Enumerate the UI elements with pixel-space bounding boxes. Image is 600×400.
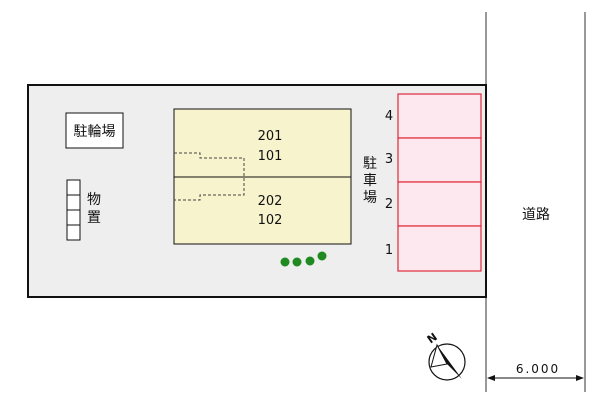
unit-201-label: 201 [258, 129, 283, 144]
parking-space-3 [397, 137, 482, 183]
unit-202-label: 202 [258, 194, 283, 209]
shrub [292, 257, 302, 267]
unit-102-label: 102 [258, 213, 283, 228]
storage-label-char-1: 物 [87, 192, 101, 208]
road-width-dimension [487, 375, 584, 381]
bicycle-parking-label: 駐輪場 [74, 123, 116, 140]
parking-number-1: 1 [385, 243, 393, 258]
parking-space-4 [397, 93, 482, 139]
bicycle-parking-box [65, 112, 124, 149]
parking-space-1 [397, 225, 482, 272]
road-label: 道路 [522, 207, 550, 223]
storage-shed [66, 179, 81, 241]
shrub [280, 257, 290, 267]
parking-label-char-3: 場 [363, 190, 377, 206]
storage-label-char-2: 置 [87, 210, 101, 226]
parking-number-4: 4 [385, 109, 393, 124]
parking-space-2 [397, 181, 482, 227]
unit-101-label: 101 [258, 149, 283, 164]
stairway-outline [174, 152, 245, 201]
parking-label-char-2: 車 [363, 172, 377, 189]
parking-number-3: 3 [385, 152, 393, 167]
north-arrow-icon [428, 343, 466, 381]
road-width-label: 6.000 [516, 362, 560, 376]
parking-number-2: 2 [385, 197, 393, 212]
parking-label-char-1: 駐 [363, 156, 377, 172]
shrub [317, 251, 327, 261]
parking-area [397, 93, 482, 272]
north-label: N [425, 330, 440, 346]
shrubs [280, 251, 327, 267]
shrub [305, 256, 315, 266]
